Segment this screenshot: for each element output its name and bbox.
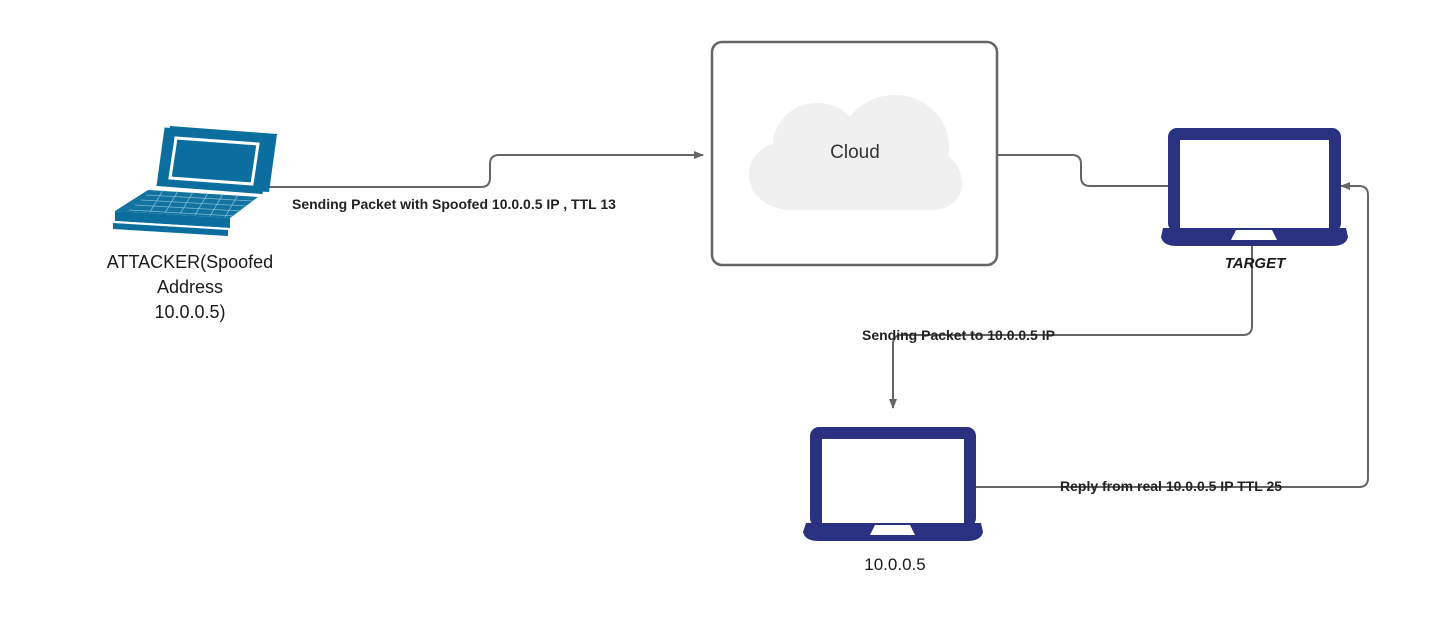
victim-node-label: 10.0.0.5 xyxy=(864,555,926,574)
edge-label-forward-packet: Sending Packet to 10.0.0.5 IP xyxy=(862,327,1055,343)
edge-label-spoofed-packet: Sending Packet with Spoofed 10.0.0.5 IP … xyxy=(292,196,616,212)
edge-path-attacker-to-cloud xyxy=(262,151,704,188)
cloud-box-node[interactable] xyxy=(710,40,999,267)
target-node-label: TARGET xyxy=(1224,255,1286,272)
edge-path-victim-to-target xyxy=(975,182,1369,488)
target-node[interactable] xyxy=(1161,128,1348,246)
attacker-node[interactable] xyxy=(113,126,277,236)
cloud-icon xyxy=(749,95,962,210)
target-laptop-screen xyxy=(1180,140,1329,232)
victim-node[interactable] xyxy=(803,427,983,541)
laptop-3d-hinge xyxy=(157,186,262,198)
laptop-3d-base-gap xyxy=(113,221,230,230)
edge-path-target-to-victim xyxy=(889,238,1253,409)
victim-laptop-trackpad xyxy=(870,525,915,535)
edge-cloud-to-target[interactable] xyxy=(997,154,1168,187)
cloud-node-label: Cloud xyxy=(830,142,880,163)
edge-label-reply-packet: Reply from real 10.0.0.5 IP TTL 25 xyxy=(1060,478,1283,494)
edge-attacker-to-cloud[interactable] xyxy=(262,151,704,188)
edge-path-cloud-to-target xyxy=(997,154,1168,187)
laptop-3d-screen xyxy=(168,136,260,186)
edge-target-to-victim[interactable] xyxy=(889,238,1253,409)
edge-victim-to-target[interactable] xyxy=(975,182,1369,488)
laptop-3d-keys xyxy=(128,189,254,218)
laptop-3d-foot xyxy=(113,223,228,236)
attacker-node-label: ATTACKER(Spoofed Address 10.0.0.5) xyxy=(106,252,274,322)
target-laptop-trackpad xyxy=(1231,230,1277,240)
victim-laptop-screen xyxy=(822,439,964,527)
laptop-3d-base-edge xyxy=(115,211,230,228)
